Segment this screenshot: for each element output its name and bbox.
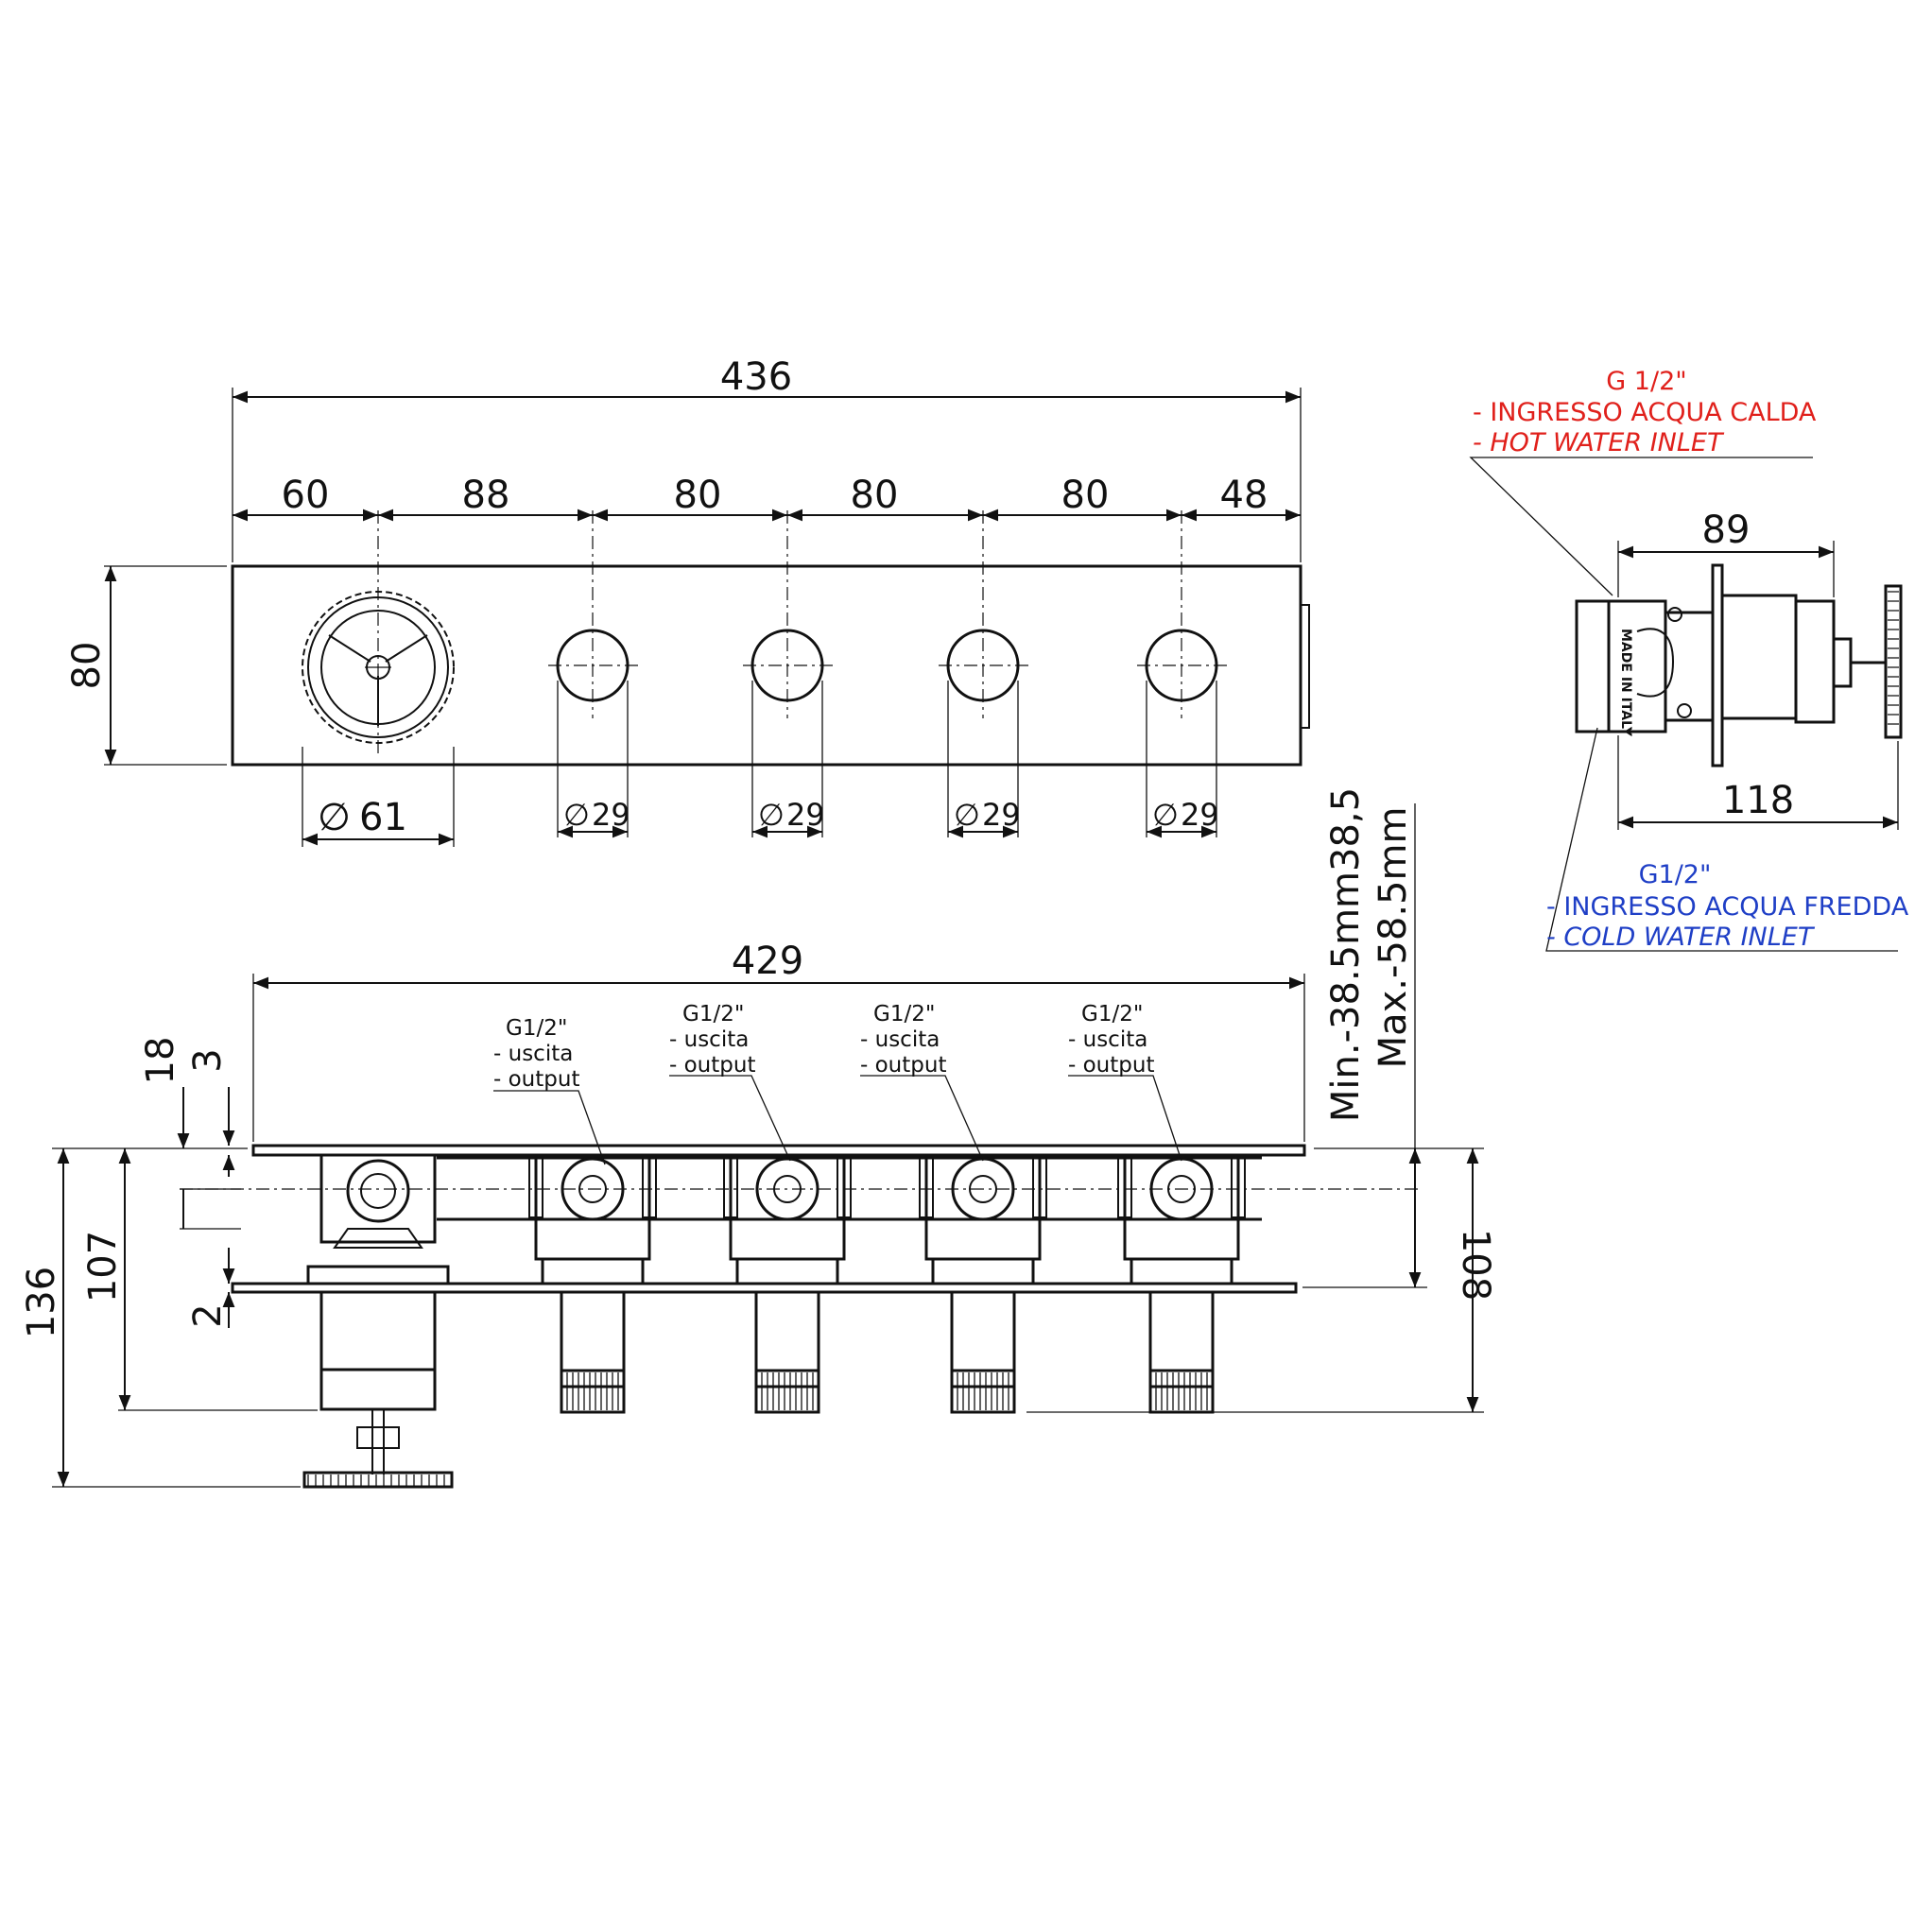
diameter-symbol: ∅ bbox=[758, 797, 785, 833]
diameter-symbol: ∅ bbox=[318, 796, 351, 839]
thermostatic-body-icon bbox=[306, 1153, 450, 1475]
dim-max-depth: Max.-58.5mm bbox=[1371, 807, 1415, 1069]
dim-valve-depth: 108 bbox=[1454, 1229, 1497, 1301]
svg-text:- uscita: - uscita bbox=[669, 1027, 749, 1052]
section-extension-lines bbox=[52, 974, 1484, 1488]
svg-text:G 1/2": G 1/2" bbox=[1606, 367, 1686, 396]
svg-text:- uscita: - uscita bbox=[493, 1042, 573, 1066]
made-in-italy-stamp: MADE IN ITALY bbox=[1618, 629, 1633, 737]
dim-big-knob-diameter: 61 bbox=[359, 796, 407, 839]
svg-text:G1/2": G1/2" bbox=[506, 1016, 567, 1041]
gear-knob-side-icon bbox=[302, 1471, 454, 1489]
svg-text:G1/2": G1/2" bbox=[1081, 1002, 1143, 1026]
diverter-valve-icon bbox=[1117, 1153, 1246, 1414]
front-plate-side-tab bbox=[1300, 604, 1310, 729]
output-label: G1/2" - uscita - output bbox=[493, 1016, 579, 1092]
dim-mount-thickness: 2 bbox=[186, 1303, 230, 1327]
svg-text:G1/2": G1/2" bbox=[1639, 860, 1712, 889]
dim-total-depth: 136 bbox=[20, 1267, 63, 1338]
front-extension-lines bbox=[104, 388, 1302, 847]
svg-text:G1/2": G1/2" bbox=[682, 1002, 744, 1026]
dim-spacing: 88 bbox=[462, 474, 510, 517]
dim-small-knob-diameter: 29 bbox=[592, 797, 630, 833]
diverter-valve-icon bbox=[528, 1153, 657, 1414]
side-view: MADE IN ITALY 89 118 G 1/2" - INGRESSO A… bbox=[1469, 367, 1909, 952]
diameter-symbol: ∅ bbox=[954, 797, 980, 833]
dim-plate-thickness: 3 bbox=[186, 1048, 230, 1072]
side-valve-body-icon bbox=[1575, 563, 1903, 768]
cold-water-inlet-label: G1/2" - INGRESSO ACQUA FREDDA - COLD WAT… bbox=[1546, 860, 1909, 952]
dim-min-depth: Min.-38.5mm38,5 bbox=[1324, 787, 1368, 1122]
dim-side-depth: 89 bbox=[1702, 509, 1751, 552]
svg-text:- uscita: - uscita bbox=[1068, 1027, 1147, 1052]
svg-text:- COLD WATER INLET: - COLD WATER INLET bbox=[1546, 923, 1816, 952]
diverter-valve-icon bbox=[723, 1153, 852, 1414]
diameter-symbol: ∅ bbox=[563, 797, 590, 833]
svg-text:- INGRESSO ACQUA FREDDA: - INGRESSO ACQUA FREDDA bbox=[1546, 892, 1909, 922]
svg-text:- INGRESSO ACQUA CALDA: - INGRESSO ACQUA CALDA bbox=[1473, 398, 1817, 427]
dim-body-depth: 107 bbox=[81, 1231, 125, 1302]
dim-spacing: 80 bbox=[1061, 474, 1110, 517]
front-dimension-lines bbox=[104, 390, 1301, 846]
dim-spacing: 60 bbox=[282, 474, 330, 517]
front-view: 436 60 88 80 80 80 48 80 ∅ 61 ∅ 29 ∅ 29 … bbox=[65, 355, 1310, 847]
dim-spacing: 80 bbox=[674, 474, 722, 517]
svg-text:- output: - output bbox=[493, 1067, 579, 1092]
dim-plate-width: 429 bbox=[732, 940, 803, 983]
diameter-symbol: ∅ bbox=[1152, 797, 1179, 833]
dim-small-knob-diameter: 29 bbox=[982, 797, 1021, 833]
dim-side-total: 118 bbox=[1722, 779, 1794, 822]
svg-text:- uscita: - uscita bbox=[860, 1027, 940, 1052]
dim-plate-offset: 18 bbox=[139, 1037, 182, 1085]
svg-text:- HOT WATER INLET: - HOT WATER INLET bbox=[1473, 428, 1725, 457]
dim-small-knob-diameter: 29 bbox=[786, 797, 825, 833]
svg-text:- output: - output bbox=[1068, 1053, 1154, 1078]
output-label: G1/2" - uscita - output bbox=[860, 1002, 946, 1078]
dim-spacing: 80 bbox=[851, 474, 899, 517]
diverter-valve-icon bbox=[919, 1153, 1047, 1414]
hot-water-inlet-label: G 1/2" - INGRESSO ACQUA CALDA - HOT WATE… bbox=[1473, 367, 1817, 457]
svg-text:G1/2": G1/2" bbox=[873, 1002, 935, 1026]
side-dimension-lines bbox=[1469, 457, 1899, 952]
front-centerlines bbox=[377, 510, 1227, 756]
svg-text:- output: - output bbox=[860, 1053, 946, 1078]
section-view: 429 18 3 2 136 107 108 Min.-38.5mm38,5 M… bbox=[20, 787, 1497, 1489]
output-label: G1/2" - uscita - output bbox=[669, 1002, 755, 1078]
svg-text:- output: - output bbox=[669, 1053, 755, 1078]
dim-overall-width: 436 bbox=[720, 355, 792, 399]
dim-spacing: 48 bbox=[1220, 474, 1268, 517]
dim-plate-height: 80 bbox=[65, 642, 109, 690]
section-dimension-lines bbox=[57, 803, 1479, 1487]
output-label: G1/2" - uscita - output bbox=[1068, 1002, 1154, 1078]
dim-small-knob-diameter: 29 bbox=[1181, 797, 1219, 833]
output-leaders bbox=[493, 1075, 1182, 1165]
